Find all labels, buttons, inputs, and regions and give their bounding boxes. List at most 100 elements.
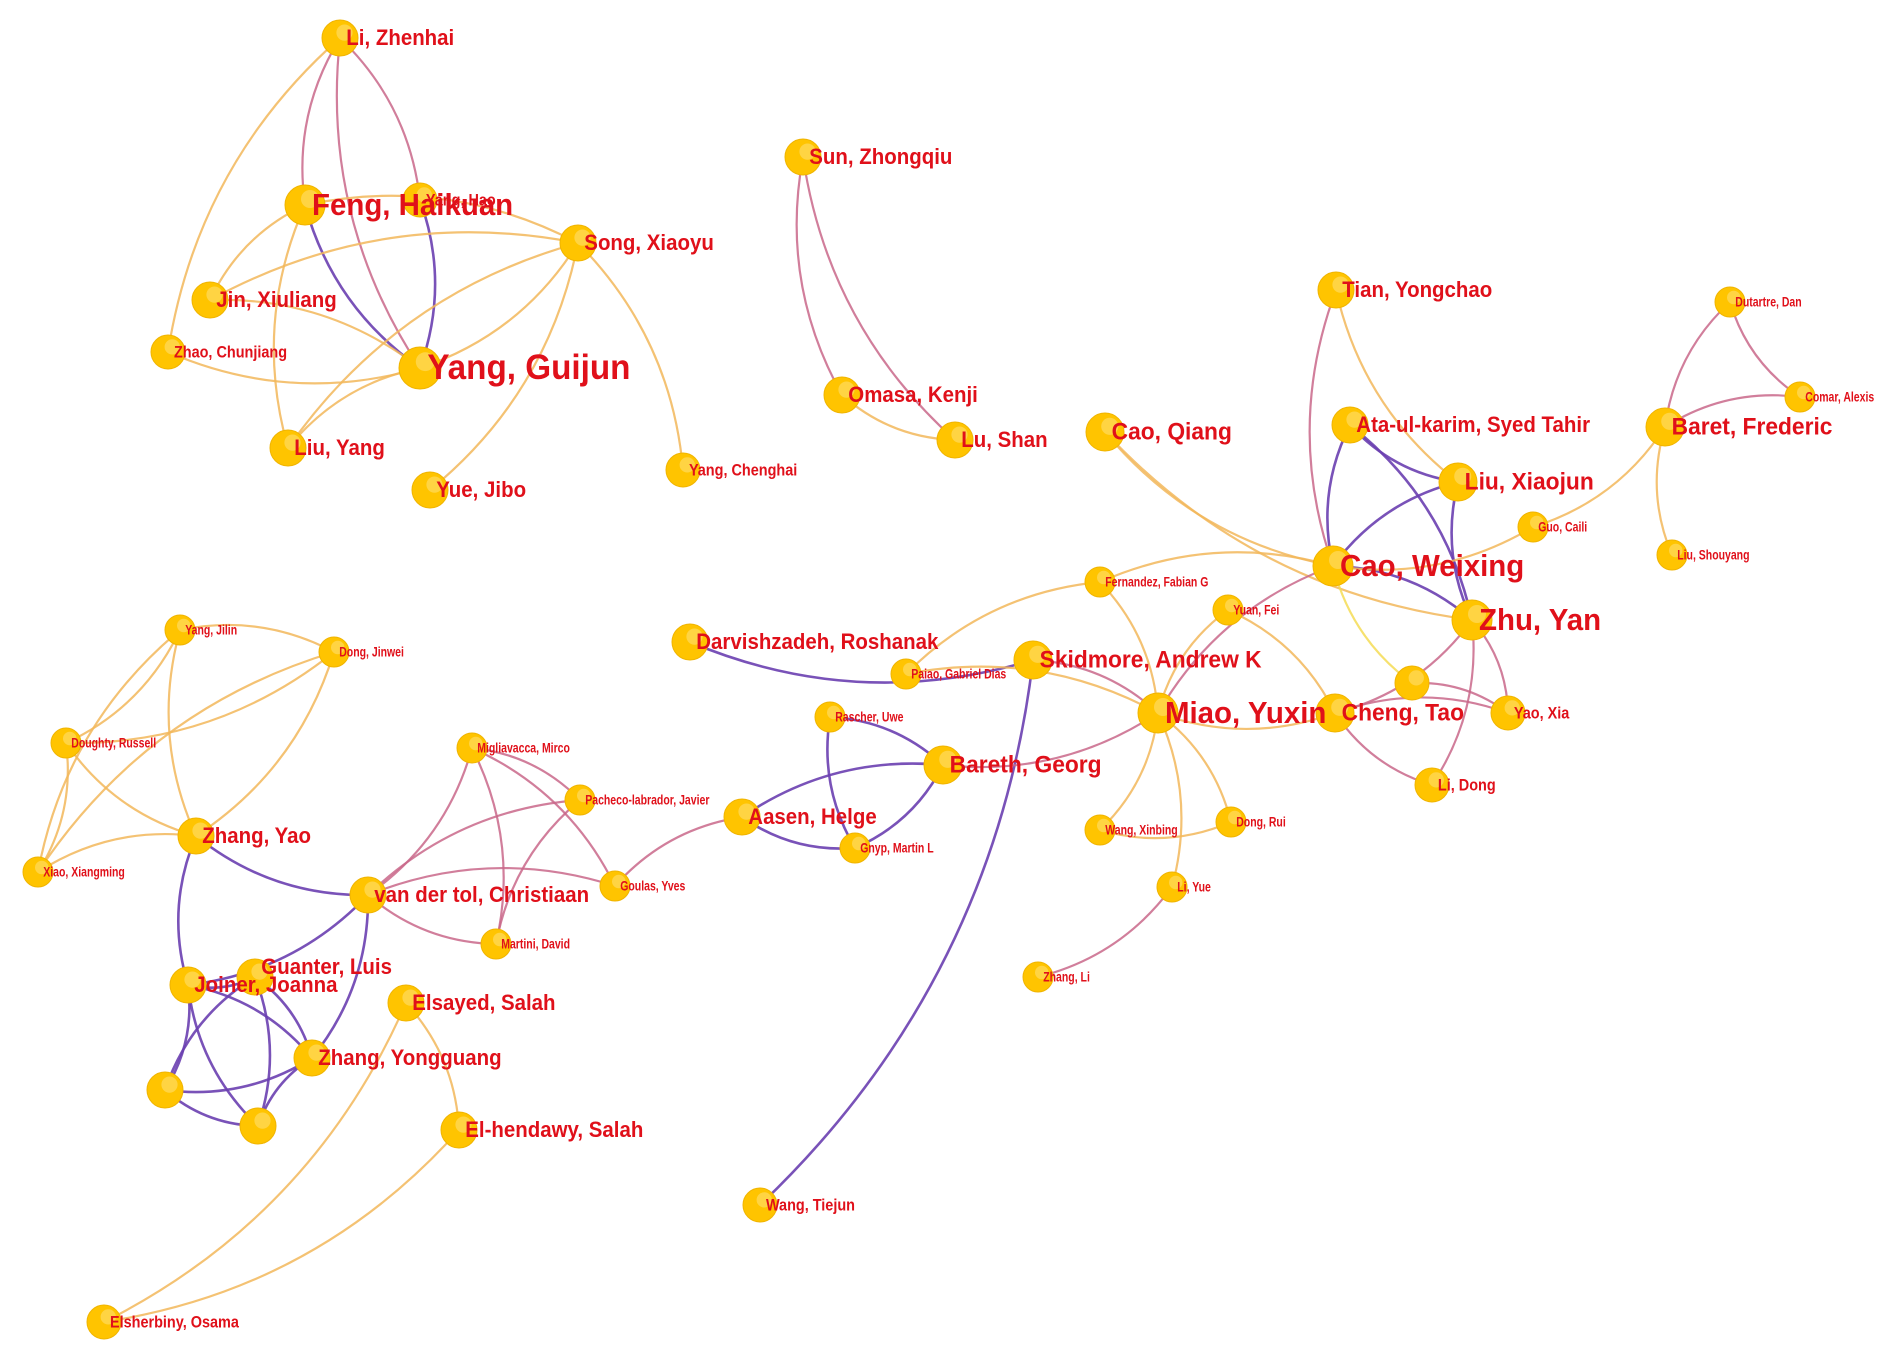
node-highlight (184, 971, 201, 988)
edge-zhang_yao-van_der_tol (195, 834, 369, 897)
edge-sun_zhongqiu-lu_shan (801, 156, 956, 441)
node-label-doughty-russell: Doughty, Russell (71, 735, 156, 751)
node-highlight (951, 426, 968, 443)
edge-li_zhenhai-feng_haikuan (301, 37, 341, 206)
edge-song_xiaoyu-yang_guijun (419, 242, 579, 370)
node-label-yue-jibo: Yue, Jibo (436, 477, 526, 502)
node-label-darvishzadeh: Darvishzadeh, Roshanak (696, 629, 938, 654)
node-label-lu-shan: Lu, Shan (961, 427, 1047, 452)
edge-cao_weixing-unnamed_cheng_neighbor (1331, 565, 1413, 684)
node-highlight (1504, 700, 1520, 716)
node-highlight (416, 187, 432, 203)
edge-el_hendawy-elsherbiny_osama (103, 1129, 460, 1324)
edge-darvishzadeh-skidmore (689, 640, 1034, 684)
node-label-migliavacca: Migliavacca, Mirco (477, 740, 570, 756)
node-highlight (852, 836, 866, 851)
node-label-guo-caili: Guo, Caili (1538, 519, 1587, 535)
edge-yang_jilin-xiao_xiangming (36, 629, 181, 873)
edge-skidmore-wang_tiejun (759, 659, 1035, 1206)
node-label-liu-yang: Liu, Yang (294, 435, 385, 460)
edge-tian_yongchao-liu_xiaojun (1334, 289, 1459, 483)
node-label-baret-frederic: Baret, Frederic (1672, 413, 1833, 440)
node-label-el-hendawy: El-hendawy, Salah (465, 1117, 643, 1142)
node-highlight (1169, 875, 1183, 890)
node-label-yang-jilin: Yang, Jilin (185, 622, 237, 638)
node-highlight (1669, 543, 1683, 558)
node-highlight (1661, 412, 1679, 430)
node-highlight (1154, 698, 1172, 716)
node-highlight (1428, 772, 1444, 788)
node-highlight (1097, 818, 1111, 833)
node-label-feng-haikuan: Feng, Haikuan (312, 188, 513, 222)
node-label-ata-ul-karim: Ata-ul-karim, Syed Tahir (1356, 412, 1590, 437)
node-highlight (1454, 467, 1472, 485)
edge-jin_xiuliang-yang_guijun (209, 298, 421, 369)
edge-aasen_helge-bareth_georg (741, 762, 944, 819)
node-highlight (679, 457, 695, 473)
node-label-goulas-yves: Goulas, Yves (620, 878, 685, 894)
edge-dutartre_dan-baret_frederic (1663, 301, 1731, 428)
node-highlight (493, 932, 507, 947)
edge-baret_frederic-guo_caili (1532, 426, 1666, 529)
edge-joiner_joanna-unnamed_left_b (186, 984, 259, 1127)
node-highlight (161, 1076, 178, 1093)
edge-li_yue-zhang_li (1037, 886, 1173, 979)
edge-ata_ul_karim-zhu_yan (1349, 423, 1474, 621)
node-label-yao-xia: Yao, Xia (1514, 704, 1570, 722)
node-highlight (827, 705, 841, 720)
node-label-omasa-kenji: Omasa, Kenji (848, 382, 978, 407)
node-label-guanter-luis: Guanter, Luis (261, 954, 392, 979)
node-highlight (63, 731, 77, 746)
node-highlight (364, 881, 381, 898)
node-label-zhang-li: Zhang, Li (1043, 969, 1090, 985)
edge-cao_qiang-cao_weixing (1104, 431, 1334, 568)
node-highlight (612, 874, 626, 889)
node-highlight (308, 1044, 325, 1061)
node-highlight (402, 989, 419, 1006)
node-highlight (1029, 645, 1047, 663)
node-highlight (686, 628, 703, 645)
node-highlight (206, 286, 223, 303)
edge-dong_jinwei-doughty_russell (65, 651, 335, 745)
node-highlight (284, 434, 301, 451)
node-label-elsherbiny-osama: Elsherbiny, Osama (110, 1313, 239, 1331)
node-label-elsayed-salah: Elsayed, Salah (412, 990, 555, 1015)
edge-miao_yuxin-li_yue (1156, 712, 1183, 888)
edge-li_zhenhai-zhao_chunjiang (166, 37, 341, 353)
node-label-wang-tiejun: Wang, Tiejun (766, 1196, 855, 1214)
node-highlight (1346, 411, 1363, 428)
node-highlight (177, 618, 191, 633)
node-highlight (301, 190, 319, 208)
edge-yang_jilin-dong_jinwei (179, 623, 335, 653)
node-highlight (1329, 551, 1347, 569)
node-label-cao-qiang: Cao, Qiang (1112, 418, 1232, 445)
edge-cao_qiang-zhu_yan (1104, 431, 1473, 622)
edge-pacheco-van_der_tol (367, 798, 581, 896)
node-highlight (254, 1112, 271, 1129)
edge-li_zhenhai-yang_guijun (335, 37, 421, 369)
edge-feng_haikuan-song_xiaoyu (304, 194, 579, 244)
node-label-jin-xiuliang: Jin, Xiuliang (216, 287, 336, 312)
node-highlight (1530, 515, 1544, 530)
node-highlight (415, 352, 435, 372)
node-highlight (838, 381, 855, 398)
edge-rascher_uwe-gnyp_martin (826, 716, 857, 849)
edge-miao_yuxin-cheng_tao (1157, 711, 1336, 731)
node-highlight (1331, 698, 1349, 716)
edge-pacheco-martini_david (494, 799, 581, 945)
edge-dutartre_dan-comar_alexis (1728, 301, 1801, 398)
node-highlight (756, 1192, 772, 1208)
edge-song_xiaoyu-liu_yang (287, 241, 579, 449)
node-label-li-dong: Li, Dong (1438, 776, 1496, 794)
edge-tian_yongchao-cao_weixing (1308, 289, 1338, 567)
edge-van_der_tol-zhang_yongguang (310, 894, 370, 1059)
edge-dong_jinwei-xiao_xiangming (37, 650, 335, 873)
node-label-liu-xiaojun: Liu, Xiaojun (1465, 468, 1594, 495)
node-label-yang-guijun: Yang, Guijun (427, 348, 630, 387)
edge-ata_ul_karim-cao_weixing (1326, 424, 1352, 567)
node-label-tian-yongchao: Tian, Yongchao (1342, 277, 1492, 302)
edge-miao_yuxin-bareth_georg (942, 712, 1159, 769)
edge-cao_weixing-guo_caili (1332, 526, 1534, 571)
